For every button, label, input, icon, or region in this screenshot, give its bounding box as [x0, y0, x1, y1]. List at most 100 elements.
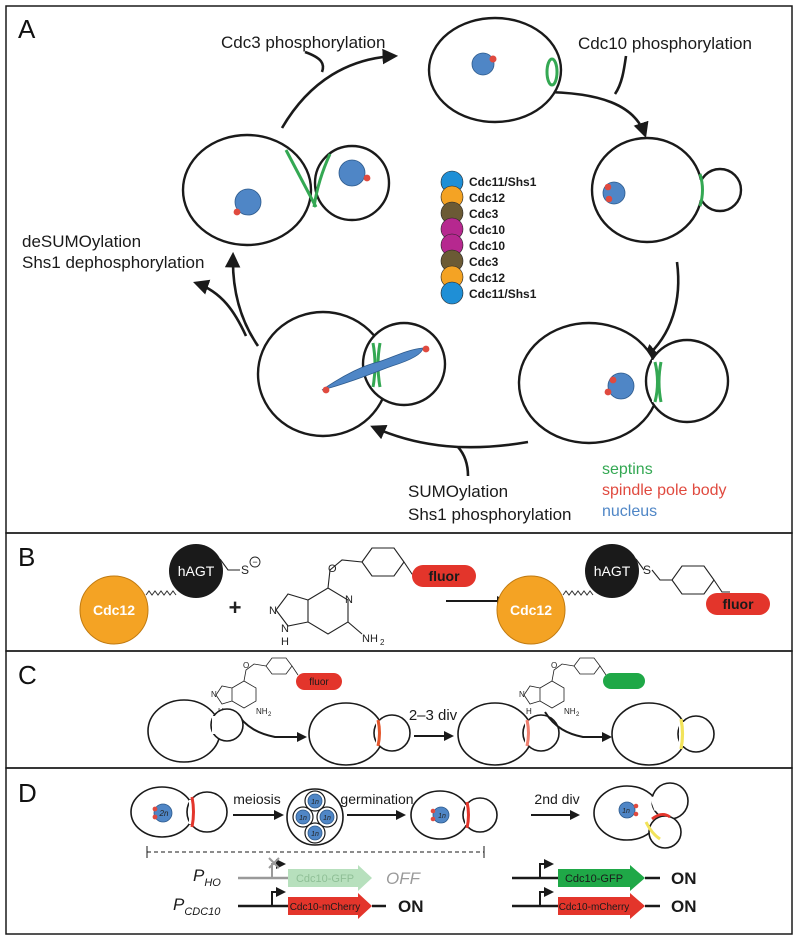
- cell-right: [590, 136, 743, 244]
- substrate-c-green-o: O: [551, 661, 557, 670]
- spore-1n-4: 1n: [311, 831, 319, 838]
- cycle-arrow-top-left: [280, 48, 399, 129]
- branch-cdc10: [613, 55, 628, 95]
- octamer-label-7: Cdc12: [469, 271, 505, 285]
- fluor-label-c-red: fluor: [309, 677, 329, 688]
- mcherry-bent-arrow-right: [539, 887, 554, 906]
- cdc12-label-right: Cdc12: [510, 602, 552, 618]
- thiolate-minus: −: [252, 557, 257, 567]
- linker-right: [562, 590, 594, 596]
- fluor-tag-b-right: [706, 593, 770, 615]
- label-2n: 2n: [159, 809, 169, 818]
- cycle-arrow-top-right: [539, 90, 649, 138]
- cell-bottom-right: [517, 321, 730, 445]
- arrow-c-green: [544, 711, 612, 742]
- fluor-label-b-left: fluor: [428, 568, 460, 584]
- benzyl-ring-right: [671, 565, 730, 595]
- label-meiosis: meiosis: [233, 791, 280, 807]
- legend-spb: spindle pole body: [602, 482, 727, 499]
- fluor-label-b-right: fluor: [722, 596, 754, 612]
- panel-a: A Cdc3 phosphorylation Cdc10 phosphoryla…: [18, 14, 752, 524]
- substrate-c-green: O N H NH 2: [519, 657, 645, 718]
- cycle-arrow-bottom: [370, 424, 529, 449]
- octamer-label-1: Cdc11/Shs1: [469, 175, 537, 189]
- hagt-sphere-right: [585, 544, 639, 598]
- cell-left: [181, 133, 391, 247]
- bg-n3: N: [345, 594, 353, 606]
- mcherry-gene-right: [558, 893, 645, 919]
- substrate-c-red: O N H NH 2 fluor: [211, 657, 342, 718]
- cell-c3: [457, 702, 560, 766]
- branch-desumo: [193, 279, 248, 337]
- linker-left: [145, 590, 177, 596]
- panel-d-frame: [5, 767, 793, 935]
- label-on-left: ON: [398, 897, 424, 916]
- substrate-c-red-o: O: [243, 661, 249, 670]
- gfp-gene-on: [558, 865, 645, 891]
- label-off: OFF: [386, 869, 422, 888]
- cell-d4-two-buds: 1n: [593, 782, 689, 849]
- label-shs1-dephos: Shs1 dephosphorylation: [22, 253, 204, 272]
- spore-1n-2: 1n: [299, 815, 307, 822]
- septin-octamer: Cdc11/Shs1 Cdc12 Cdc3 Cdc10 Cdc10 Cdc3 C…: [440, 170, 537, 305]
- panel-d-letter: D: [18, 778, 37, 808]
- label-pcdc10: PCDC10: [173, 895, 221, 918]
- thioether-s: S: [643, 563, 651, 577]
- octamer-label-3: Cdc3: [469, 207, 499, 221]
- hagt-label-left: hAGT: [178, 563, 215, 579]
- bg-substrate: O N N H N NH 2 fluor: [269, 547, 476, 648]
- label-on-right-2: ON: [671, 897, 697, 916]
- cell-c1: [147, 699, 244, 763]
- bg-o: O: [328, 563, 337, 575]
- gfp-label-on: Cdc10-GFP: [565, 873, 623, 885]
- octamer-label-2: Cdc12: [469, 191, 505, 205]
- label-1n-final: 1n: [622, 808, 630, 815]
- hagt-label-right: hAGT: [594, 563, 631, 579]
- thioether-chain: [635, 558, 672, 581]
- octamer-label-5: Cdc10: [469, 239, 505, 253]
- mcherry-label-left: Cdc10-mCherry: [290, 902, 361, 913]
- substrate-c-green-nh2-sub: 2: [576, 712, 580, 718]
- substrate-c-green-n: N: [519, 690, 525, 699]
- cycle-arrow-right: [642, 261, 680, 361]
- pho-blocked-x: [268, 857, 280, 869]
- substrate-c-red-nh2: NH: [256, 707, 268, 716]
- substrate-c-red-n: N: [211, 690, 217, 699]
- thiolate-charge: [249, 556, 261, 568]
- thiolate-s: S: [241, 563, 249, 577]
- branch-cdc3: [304, 50, 325, 73]
- cdc12-sphere-left: [79, 575, 149, 645]
- panel-c: C O N H NH 2 fluor: [18, 657, 715, 766]
- branch-sumo: [457, 446, 470, 477]
- spore-1n-3: 1n: [323, 815, 331, 822]
- label-2-3-div: 2–3 div: [409, 707, 458, 724]
- label-cdc10-phos: Cdc10 phosphorylation: [578, 34, 752, 53]
- label-cdc3-phos: Cdc3 phosphorylation: [221, 33, 385, 52]
- label-2nd-div: 2nd div: [534, 791, 579, 807]
- octamer-label-6: Cdc3: [469, 255, 499, 269]
- octamer-bead-8: [440, 281, 464, 305]
- hagt-sphere-left: [169, 544, 223, 598]
- pcdc10-bent-arrow: [271, 887, 286, 906]
- bg-nh2: NH: [362, 633, 378, 645]
- cycle-arrow-left: [224, 251, 260, 347]
- substrate-c-red-nh2-sub: 2: [268, 712, 272, 718]
- cell-c4: [611, 702, 715, 766]
- gfp-label-off: Cdc10-GFP: [296, 873, 354, 885]
- cell-d3-haploid: 1n: [410, 790, 498, 840]
- substrate-c-green-nh2: NH: [564, 707, 576, 716]
- octamer-label-8: Cdc11/Shs1: [469, 287, 537, 301]
- octamer-label-4: Cdc10: [469, 223, 505, 237]
- mcherry-gene-left: [288, 893, 372, 919]
- gfp-bent-arrow-right: [539, 859, 554, 878]
- panel-b-letter: B: [18, 542, 35, 572]
- label-germination: germination: [340, 791, 413, 807]
- bg-nh2-sub: 2: [380, 638, 385, 647]
- cell-d1-diploid: 2n: [130, 786, 228, 838]
- cell-bottom-left: [256, 310, 447, 438]
- tetrad-ascus: 1n 1n 1n 1n: [286, 788, 344, 846]
- spore-1n-1: 1n: [311, 799, 319, 806]
- cdc12-label-left: Cdc12: [93, 602, 135, 618]
- label-desumo: deSUMOylation: [22, 232, 141, 251]
- substrate-c-green-h: H: [526, 707, 532, 716]
